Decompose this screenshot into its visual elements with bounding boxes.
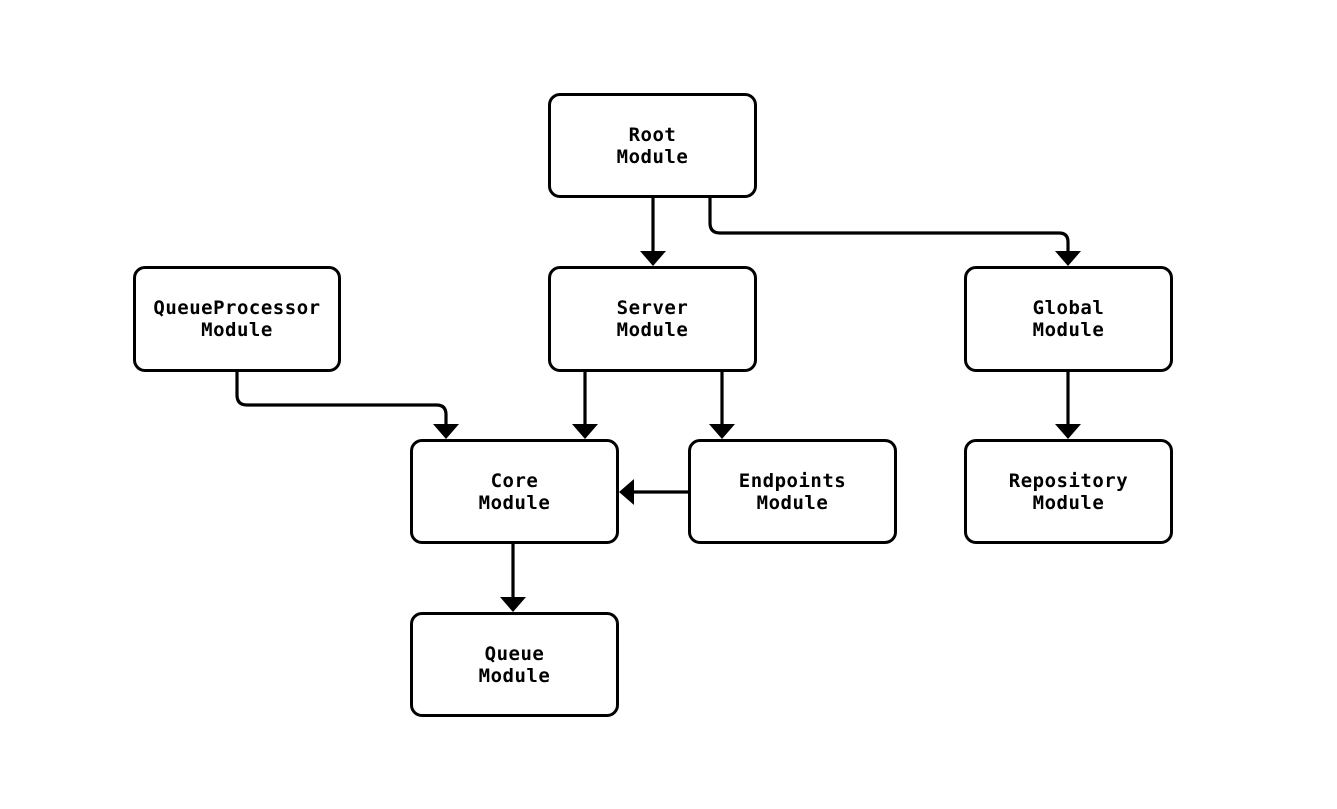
node-repository-label-line: Repository — [1008, 469, 1129, 492]
arrowhead-root-to-global — [1055, 251, 1081, 266]
node-server-label-line: Server — [616, 297, 689, 319]
arrowhead-queueprocessor-to-core — [433, 424, 459, 439]
node-server-label-line: Module — [616, 319, 689, 341]
node-endpoints-label-line: Endpoints — [738, 469, 847, 492]
node-queue-label-line: Queue — [484, 642, 545, 665]
node-queueprocessor-label-line: Module — [201, 319, 273, 341]
node-root-label-line: Root — [628, 123, 677, 146]
node-endpoints-label-line: Module — [756, 491, 829, 514]
node-core-label-line: Module — [478, 491, 551, 514]
node-global-label-line: Module — [1032, 319, 1105, 341]
arrowhead-endpoints-to-core — [619, 479, 634, 505]
node-queueprocessor-label-line: QueueProcessor — [153, 297, 321, 319]
arrowhead-server-to-core — [572, 424, 598, 439]
arrowhead-server-to-endpoints — [709, 424, 735, 439]
node-repository-label-line: Module — [1032, 491, 1105, 514]
node-core-label-line: Core — [490, 469, 539, 492]
arrowhead-global-to-repository — [1055, 424, 1081, 439]
node-root-label-line: Module — [616, 145, 689, 168]
edge-queueprocessor-to-core — [235, 370, 448, 426]
node-queue-label-line: Module — [478, 664, 551, 687]
node-global-label-line: Global — [1032, 297, 1105, 319]
arrowhead-core-to-queue — [500, 597, 526, 612]
arrowhead-root-to-server — [640, 251, 666, 266]
edge-root-to-global — [708, 196, 1070, 253]
